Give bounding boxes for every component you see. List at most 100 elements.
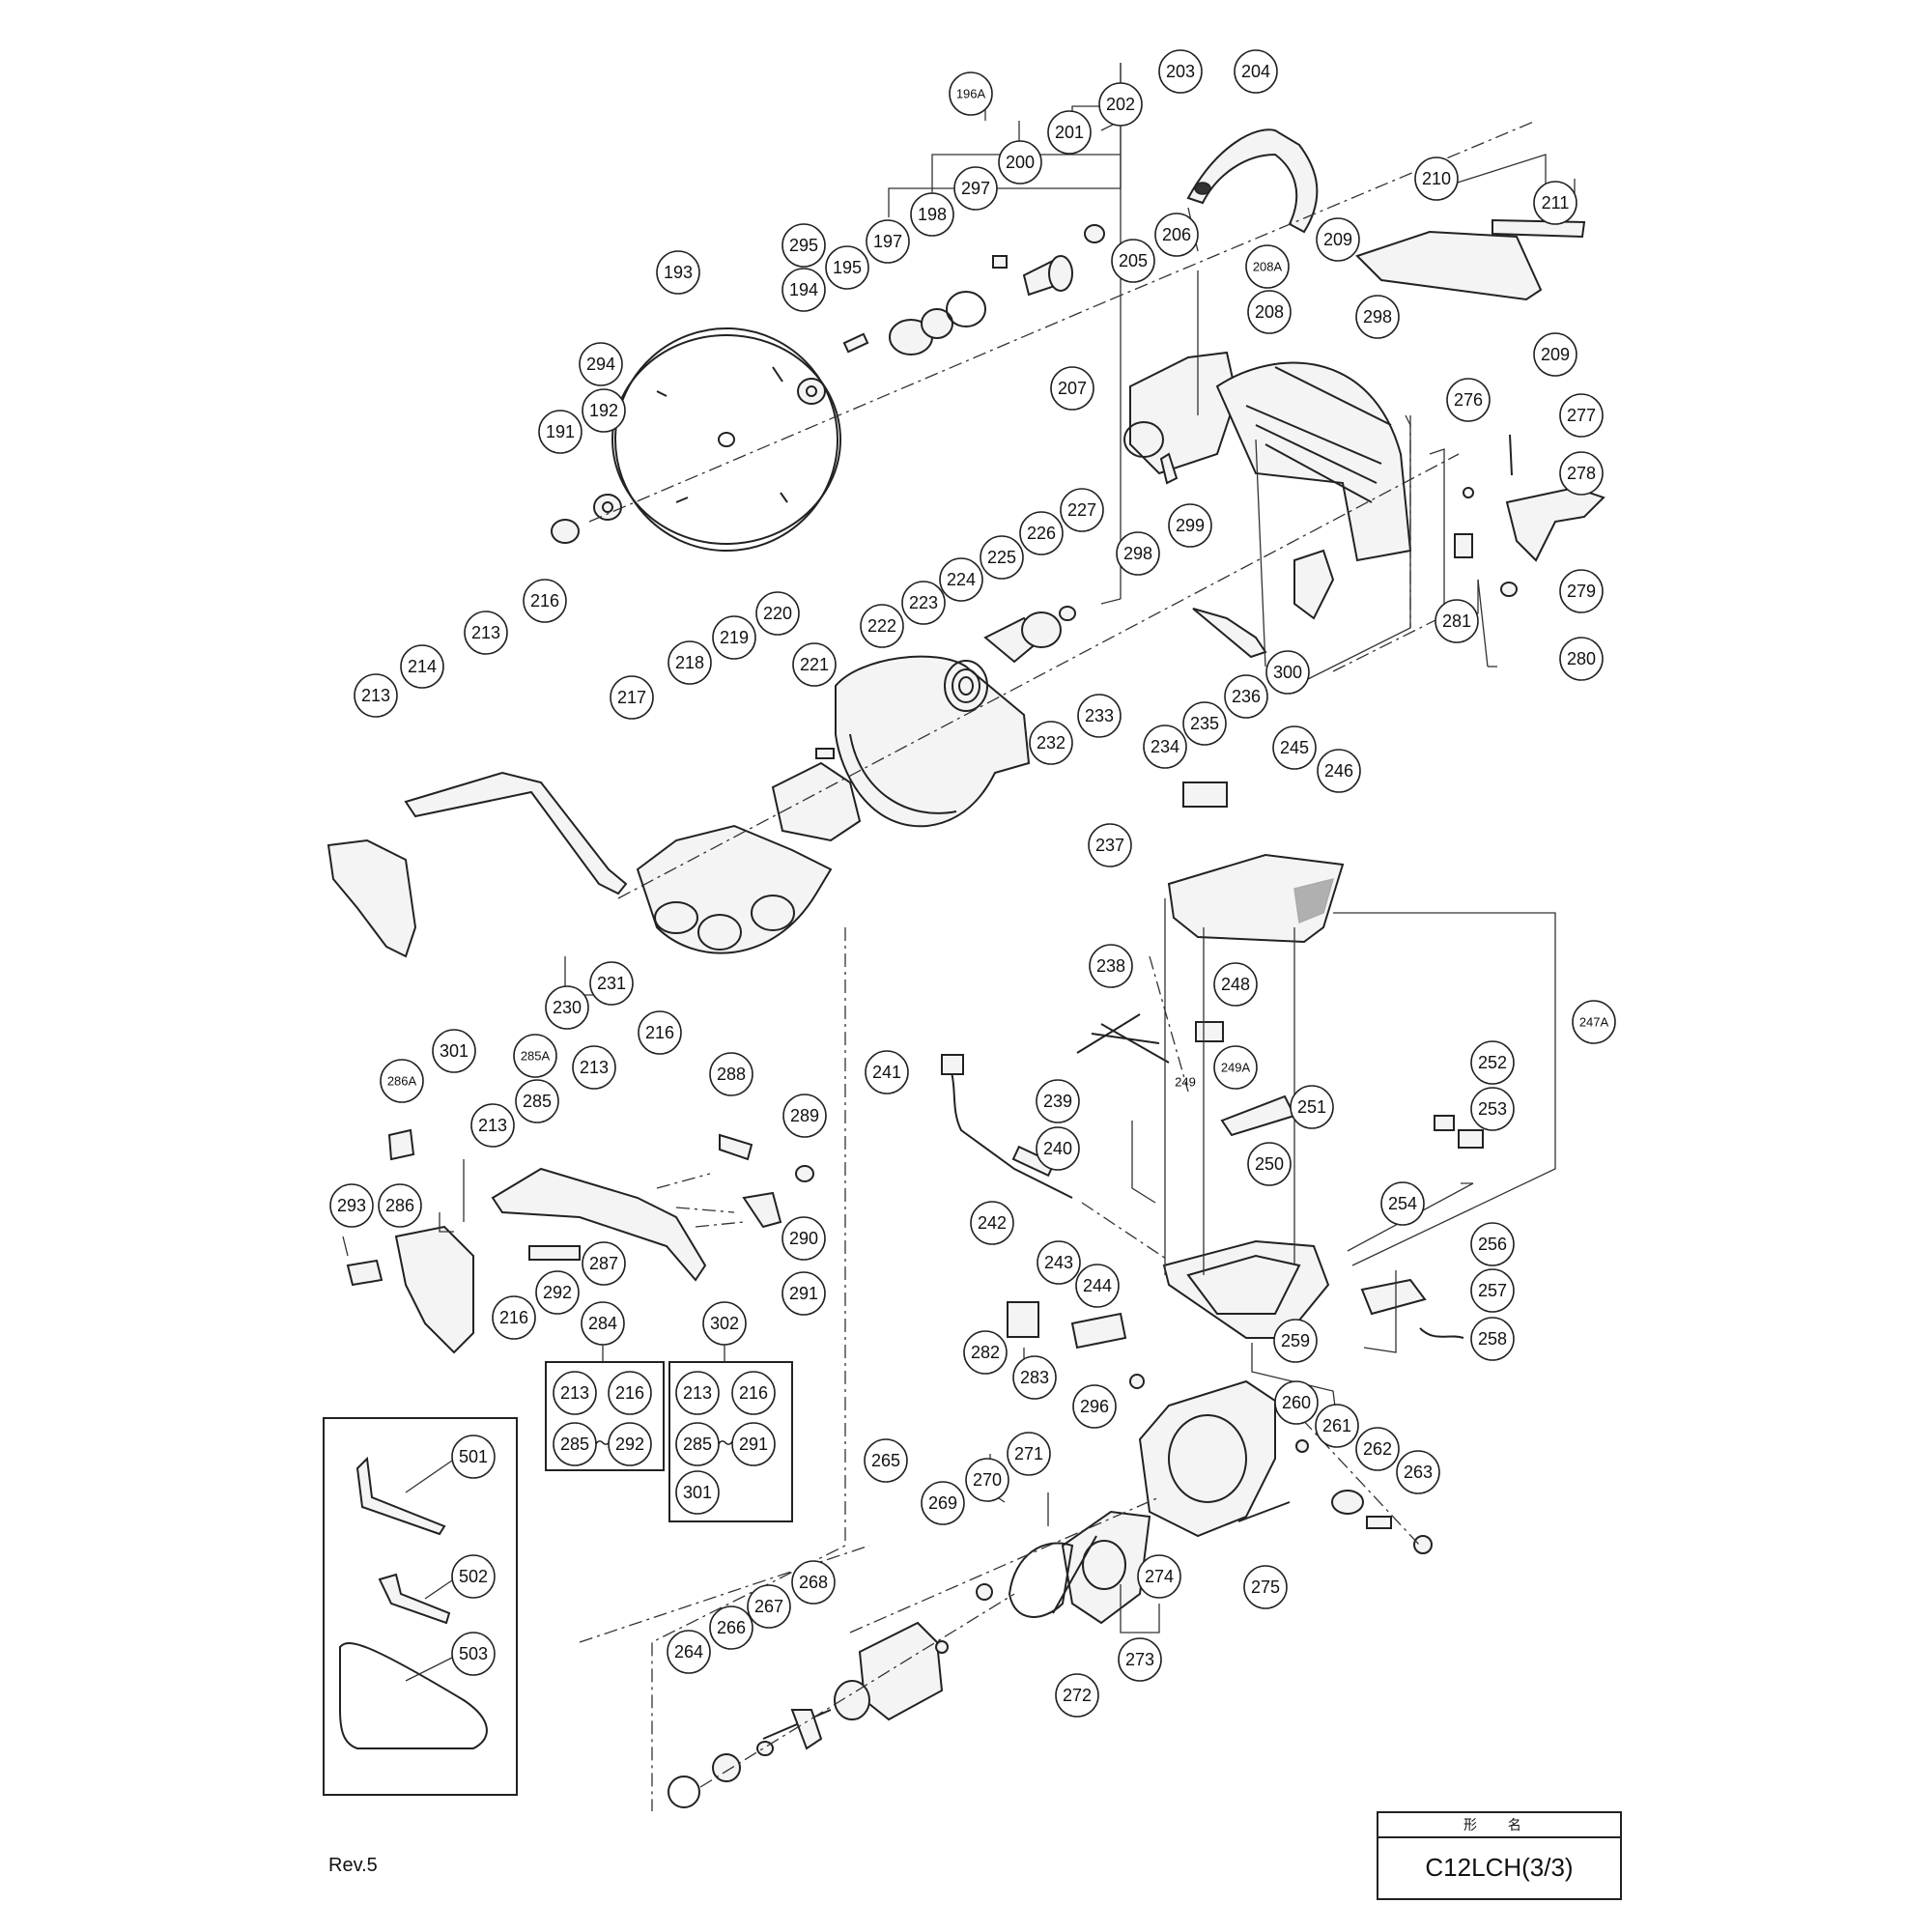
bracket-part bbox=[1159, 452, 1335, 659]
callout-label: 262 bbox=[1363, 1439, 1392, 1459]
callout-label: 197 bbox=[873, 232, 902, 251]
callout-268: 268 bbox=[791, 1560, 836, 1605]
callout-label: 296 bbox=[1080, 1397, 1109, 1416]
callout-label: 297 bbox=[961, 179, 990, 198]
callout-502: 502 bbox=[451, 1554, 496, 1599]
callout-206: 206 bbox=[1154, 213, 1199, 257]
callout-298b: 298 bbox=[1116, 531, 1160, 576]
callout-label: 279 bbox=[1567, 582, 1596, 601]
callout-label: 302 bbox=[710, 1314, 739, 1333]
callout-302: 302 bbox=[702, 1301, 747, 1346]
callout-label: 210 bbox=[1422, 169, 1451, 188]
callout-240: 240 bbox=[1036, 1126, 1080, 1171]
leader-lines bbox=[342, 63, 1576, 1634]
callout-label: 243 bbox=[1044, 1253, 1073, 1272]
callout-211: 211 bbox=[1533, 181, 1577, 225]
callout-label: 276 bbox=[1454, 390, 1483, 410]
callout-label: 201 bbox=[1055, 123, 1084, 142]
callout-266: 266 bbox=[709, 1605, 753, 1650]
bearing-part bbox=[668, 1709, 823, 1808]
callout-269: 269 bbox=[921, 1481, 965, 1525]
callout-300: 300 bbox=[1265, 650, 1310, 695]
callout-280: 280 bbox=[1559, 637, 1604, 681]
callout-label: 213 bbox=[471, 623, 500, 642]
callout-194: 194 bbox=[781, 268, 826, 312]
gear-housing-part bbox=[1123, 351, 1412, 562]
callout-label: 282 bbox=[971, 1343, 1000, 1362]
callout-label: 249A bbox=[1221, 1061, 1251, 1075]
callout-197: 197 bbox=[866, 219, 910, 264]
callout-label: 260 bbox=[1282, 1393, 1311, 1412]
callout-label: 295 bbox=[789, 236, 818, 255]
callout-label: 193 bbox=[664, 263, 693, 282]
callout-245: 245 bbox=[1272, 725, 1317, 770]
callout-295: 295 bbox=[781, 223, 826, 268]
callout-label: 271 bbox=[1014, 1444, 1043, 1463]
callout-288: 288 bbox=[709, 1052, 753, 1096]
callout-204: 204 bbox=[1234, 49, 1278, 94]
callout-label: 227 bbox=[1067, 500, 1096, 520]
callout-label: 196A bbox=[956, 87, 986, 101]
kit-302-301: 301 bbox=[675, 1470, 720, 1515]
callout-227: 227 bbox=[1060, 488, 1104, 532]
callout-label: 274 bbox=[1145, 1567, 1174, 1586]
callout-label: 216 bbox=[530, 591, 559, 611]
callout-label: 211 bbox=[1542, 193, 1570, 213]
callout-label: 263 bbox=[1404, 1463, 1433, 1482]
callout-label: 285A bbox=[521, 1049, 551, 1064]
callout-216a: 216 bbox=[523, 579, 567, 623]
callout-289: 289 bbox=[782, 1094, 827, 1138]
motor-housing-part bbox=[1138, 1379, 1433, 1554]
callout-247A: 247A bbox=[1572, 1000, 1616, 1044]
callout-213d: 213 bbox=[470, 1103, 515, 1148]
callout-label: 270 bbox=[973, 1470, 1002, 1490]
callout-label: 301 bbox=[683, 1483, 712, 1502]
kit-302-213: 213 bbox=[675, 1371, 720, 1415]
callout-label: 292 bbox=[543, 1283, 572, 1302]
callout-216c: 216 bbox=[492, 1295, 536, 1340]
callout-label: 298 bbox=[1363, 307, 1392, 327]
callout-label: 291 bbox=[789, 1284, 818, 1303]
callout-label: 249 bbox=[1175, 1075, 1196, 1090]
callout-222: 222 bbox=[860, 604, 904, 648]
kit-284-285: 285 bbox=[553, 1422, 597, 1466]
callout-label: 300 bbox=[1273, 663, 1302, 682]
callout-label: 238 bbox=[1096, 956, 1125, 976]
callout-258: 258 bbox=[1470, 1317, 1515, 1361]
callout-198: 198 bbox=[910, 192, 954, 237]
callout-label: 216 bbox=[645, 1023, 674, 1042]
kit-284-213: 213 bbox=[553, 1371, 597, 1415]
callout-label: 285 bbox=[560, 1435, 589, 1454]
callout-264: 264 bbox=[667, 1630, 711, 1674]
callout-label: 256 bbox=[1478, 1235, 1507, 1254]
callout-label: 272 bbox=[1063, 1686, 1092, 1705]
callout-label: 224 bbox=[947, 570, 976, 589]
callout-292: 292 bbox=[535, 1270, 580, 1315]
callout-label: 286 bbox=[385, 1196, 414, 1215]
callout-label: 206 bbox=[1162, 225, 1191, 244]
callout-label: 267 bbox=[754, 1597, 783, 1616]
callout-label: 275 bbox=[1251, 1577, 1280, 1597]
kit-284-292: 292 bbox=[608, 1422, 652, 1466]
callout-label: 204 bbox=[1241, 62, 1270, 81]
callout-label: 247A bbox=[1579, 1015, 1609, 1030]
callout-label: 269 bbox=[928, 1493, 957, 1513]
revision-label: Rev.5 bbox=[328, 1855, 378, 1876]
callout-276: 276 bbox=[1446, 378, 1491, 422]
callout-210: 210 bbox=[1414, 156, 1459, 201]
callout-196A: 196A bbox=[949, 71, 993, 116]
switch-housing-part bbox=[1162, 1239, 1330, 1339]
lower-link-part bbox=[346, 1128, 814, 1354]
callout-220: 220 bbox=[755, 591, 800, 636]
callout-label: 294 bbox=[586, 355, 615, 374]
callout-label: 290 bbox=[789, 1229, 818, 1248]
callout-208A: 208A bbox=[1245, 244, 1290, 289]
callout-299: 299 bbox=[1168, 503, 1212, 548]
callout-278: 278 bbox=[1559, 451, 1604, 496]
callout-219: 219 bbox=[712, 615, 756, 660]
callout-267: 267 bbox=[747, 1584, 791, 1629]
callout-252: 252 bbox=[1470, 1040, 1515, 1085]
callout-label: 246 bbox=[1324, 761, 1353, 781]
callout-label: 287 bbox=[589, 1254, 618, 1273]
